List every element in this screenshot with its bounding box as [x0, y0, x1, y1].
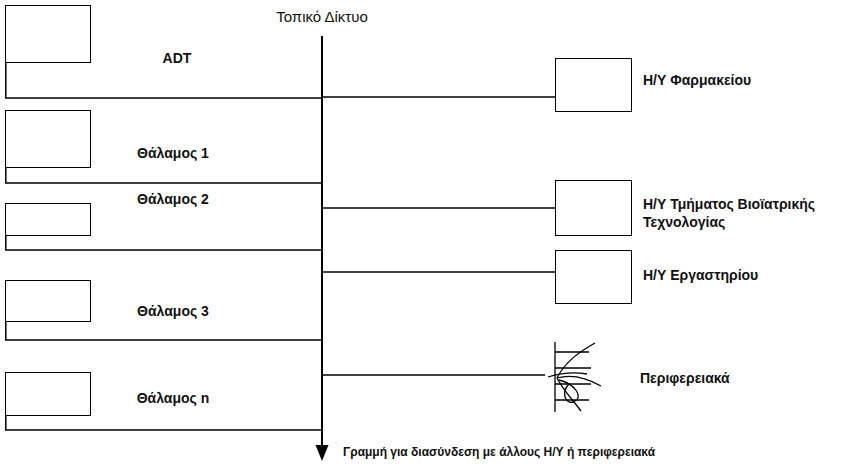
- sketch-stroke: [555, 351, 589, 352]
- node-label: Θάλαμος 3: [137, 302, 209, 320]
- sketch-stroke: [559, 380, 578, 402]
- network-link: [323, 374, 545, 376]
- peripherals-drawing: [545, 342, 605, 412]
- node-label: Η/Υ Τμήματος Βιοϊατρικής Τεχνολογίας: [643, 195, 848, 231]
- node-label: Η/Υ Εργαστηρίου: [643, 266, 758, 284]
- sketch-stroke: [557, 378, 581, 411]
- node-label: Περιφερειακά: [640, 369, 730, 387]
- network-link: [323, 96, 555, 98]
- computer-box: Η/Υ Τμήματος Βιοϊατρικής Τεχνολογίας: [555, 180, 632, 236]
- network-link: [323, 207, 555, 209]
- ward-box: Θάλαμος n: [5, 372, 91, 416]
- ward-box: Θάλαμος 2: [5, 203, 91, 236]
- sketch-stroke: [548, 373, 587, 377]
- node-label: Θάλαμος 1: [137, 144, 209, 162]
- peripherals-sketch: Περιφερειακά: [545, 342, 605, 412]
- ward-box: Θάλαμος 1: [5, 110, 91, 168]
- network-link: [6, 63, 321, 98]
- node-label: Η/Υ Φαρμακείου: [643, 71, 751, 89]
- bus-note: Γραμμή για διασύνδεση με άλλους Η/Υ ή πε…: [343, 445, 655, 459]
- sketch-stroke: [555, 367, 591, 368]
- system-box: ADT: [5, 5, 91, 63]
- network-link: [6, 416, 321, 430]
- node-label: ADT: [163, 49, 192, 67]
- network-link: [6, 168, 321, 183]
- ward-box: Θάλαμος 3: [5, 280, 91, 322]
- network-link: [323, 271, 555, 273]
- computer-box: Η/Υ Εργαστηρίου: [555, 250, 632, 304]
- network-link: [6, 236, 321, 250]
- network-title: Τοπικό Δίκτυο: [276, 8, 368, 26]
- node-label: Θάλαμος n: [137, 389, 210, 407]
- node-label: Θάλαμος 2: [137, 190, 209, 208]
- network-link: [6, 322, 321, 340]
- computer-box: Η/Υ Φαρμακείου: [555, 58, 632, 112]
- network-bus: Τοπικό Δίκτυο: [321, 36, 323, 448]
